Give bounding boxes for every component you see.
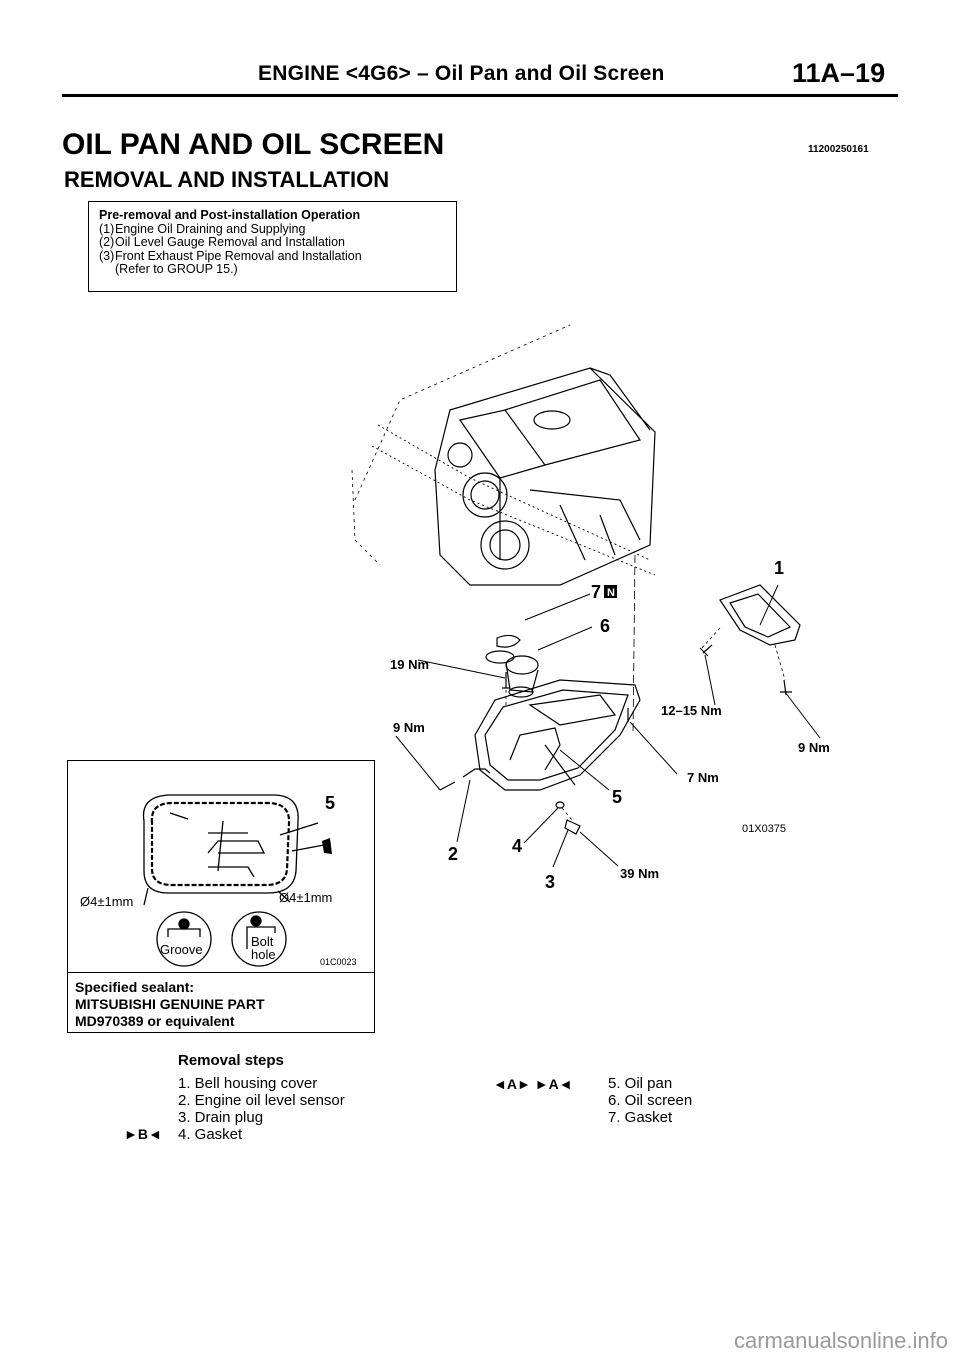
removal-step: 5. Oil pan	[608, 1075, 673, 1092]
dim-left: Ø4±1mm	[80, 894, 133, 909]
header-title: ENGINE <4G6> – Oil Pan and Oil Screen	[258, 62, 665, 85]
watermark: carmanualsonline.info	[733, 1328, 948, 1353]
item-number: (3)	[99, 248, 115, 263]
callout-3: 3	[545, 872, 555, 892]
pre-operation-title: Pre-removal and Post-installation Operat…	[99, 208, 361, 222]
item-text: Engine Oil Draining and Supplying	[115, 221, 306, 236]
bolt-label: Bolt	[251, 934, 274, 949]
sealant-figure-code: 01C0023	[320, 957, 357, 967]
page-number: 11A–19	[792, 58, 886, 88]
section-subtitle: REMOVAL AND INSTALLATION	[64, 167, 390, 192]
n-badge-label: N	[607, 587, 615, 599]
section-title: OIL PAN AND OIL SCREEN	[62, 128, 445, 161]
pre-operation-item: (2)Oil Level Gauge Removal and Installat…	[99, 235, 446, 250]
n-badge-icon	[604, 585, 617, 598]
groove-label: Groove	[160, 942, 203, 957]
torque-19nm: 19 Nm	[390, 657, 429, 672]
callout-1: 1	[774, 558, 784, 578]
sealant-figure-box	[67, 760, 375, 1033]
torque-12-15nm: 12–15 Nm	[661, 703, 722, 718]
sealant-caption-line1: Specified sealant:	[75, 979, 195, 995]
callout-4: 4	[512, 836, 522, 856]
torque-39nm: 39 Nm	[620, 866, 659, 881]
service-marker: ►B◄	[124, 1126, 162, 1142]
torque-9nm-right: 9 Nm	[798, 740, 830, 755]
removal-step: 6. Oil screen	[608, 1092, 693, 1109]
callout-2: 2	[448, 844, 458, 864]
sealant-diagram: 5 Ø4±1mm Ø4±1mm Groove Bolt hole 01C0023	[80, 793, 357, 967]
figure-code: 01X0375	[742, 823, 786, 835]
dim-right: Ø4±1mm	[279, 890, 332, 905]
removal-step: 1. Bell housing cover	[178, 1075, 318, 1092]
section-code: 11200250161	[808, 144, 869, 155]
hole-label: hole	[251, 947, 276, 962]
removal-step: 2. Engine oil level sensor	[178, 1092, 345, 1109]
pre-operation-item: (3)Front Exhaust Pipe Removal and Instal…	[99, 248, 446, 264]
torque-7nm: 7 Nm	[687, 770, 719, 785]
pre-operation-box: Pre-removal and Post-installation Operat…	[88, 201, 457, 292]
item-text: Oil Level Gauge Removal and Installation	[115, 235, 345, 249]
callout-6: 6	[600, 616, 610, 636]
callout-7: 7	[591, 582, 601, 602]
header-divider	[62, 94, 898, 97]
removal-step: 3. Drain plug	[178, 1109, 264, 1126]
removal-step: 7. Gasket	[608, 1109, 673, 1126]
item-text: Front Exhaust Pipe Removal and Installat…	[115, 248, 362, 263]
pre-operation-item: (1)Engine Oil Draining and Supplying	[99, 221, 446, 237]
removal-steps-title: Removal steps	[178, 1052, 284, 1069]
engine-exploded-diagram: 7 N 6 1 5 2 4 3 19 Nm 9 Nm 12–15 Nm 9 Nm…	[351, 324, 830, 892]
item-number: (1)	[99, 221, 115, 236]
sealant-callout-5: 5	[325, 793, 335, 813]
callout-5: 5	[612, 787, 622, 807]
sealant-caption: Specified sealant: MITSUBISHI GENUINE PA…	[67, 972, 375, 1033]
pre-operation-note: (Refer to GROUP 15.)	[115, 262, 238, 276]
removal-step: 4. Gasket	[178, 1126, 243, 1143]
sealant-caption-line3: MD970389 or equivalent	[75, 1013, 235, 1029]
torque-9nm-left: 9 Nm	[393, 720, 425, 735]
item-number: (2)	[99, 235, 115, 249]
service-marker: ◄A► ►A◄	[493, 1076, 573, 1092]
sealant-caption-line2: MITSUBISHI GENUINE PART	[75, 996, 265, 1012]
